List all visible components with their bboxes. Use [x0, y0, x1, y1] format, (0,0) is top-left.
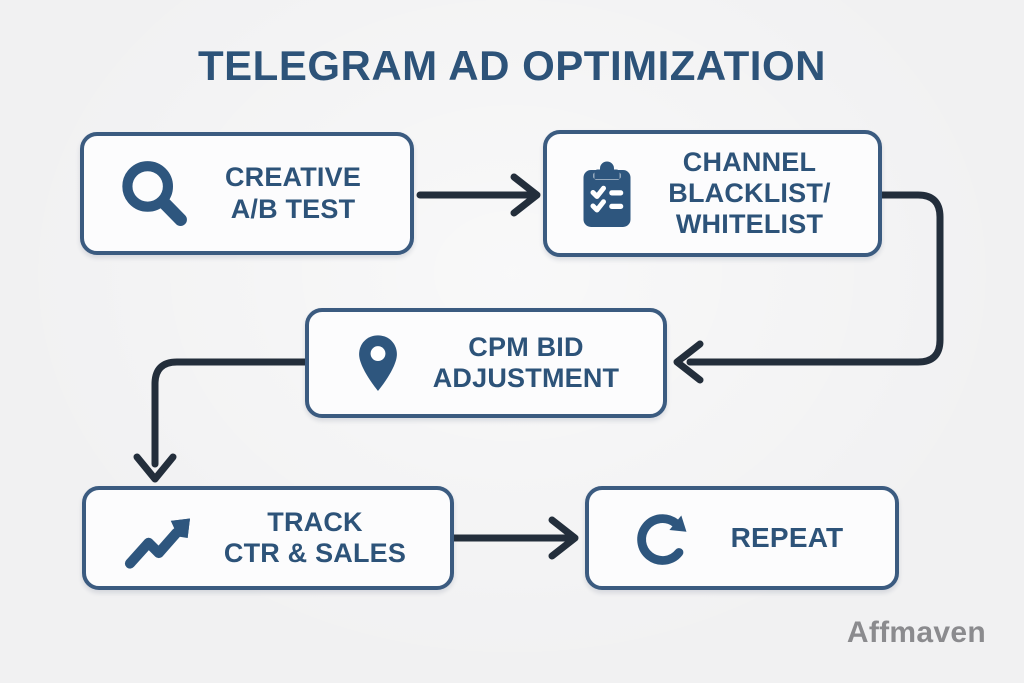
flow-box-cpm-bid-adjustment: CPM BID ADJUSTMENT — [305, 308, 667, 418]
label-line: A/B TEST — [230, 193, 356, 224]
label-line: CPM BID — [468, 331, 584, 362]
flow-box-label: CPM BID ADJUSTMENT — [405, 332, 647, 395]
label-line: CTR & SALES — [223, 538, 407, 568]
location-pin-icon — [359, 334, 397, 391]
checklist-clipboard-icon — [583, 161, 631, 227]
label-line: WHITELIST — [675, 209, 824, 240]
search-icon — [122, 160, 187, 226]
flow-box-label: REPEAT — [695, 522, 879, 554]
trending-up-icon — [124, 518, 190, 569]
label-line: CREATIVE — [224, 162, 362, 193]
flow-box-creative-ab-test: CREATIVE A/B TEST — [80, 132, 414, 255]
page-title: TELEGRAM AD OPTIMIZATION — [198, 42, 826, 89]
flow-box-channel-blacklist-whitelist: CHANNEL BLACKLIST/ WHITELIST — [543, 130, 882, 257]
watermark: Affmaven — [846, 616, 986, 649]
arrow-cpm-to-track — [133, 358, 310, 483]
flow-box-label: CREATIVE A/B TEST — [192, 162, 394, 225]
flow-box-track-ctr-sales: TRACK CTR & SALES — [82, 486, 454, 590]
flow-box-repeat: REPEAT — [585, 486, 899, 590]
label-line: ADJUSTMENT — [432, 363, 620, 393]
flow-box-label: CHANNEL BLACKLIST/ WHITELIST — [637, 147, 862, 241]
label-line: REPEAT — [730, 521, 844, 553]
label-line: CHANNEL — [682, 146, 817, 177]
flow-box-label: TRACK CTR & SALES — [196, 507, 434, 570]
arrow-creative-to-blacklist — [416, 173, 541, 217]
refresh-icon — [637, 514, 687, 565]
label-line: BLACKLIST/ — [668, 177, 831, 208]
label-line: TRACK — [267, 506, 363, 537]
arrow-track-to-repeat — [450, 516, 579, 560]
